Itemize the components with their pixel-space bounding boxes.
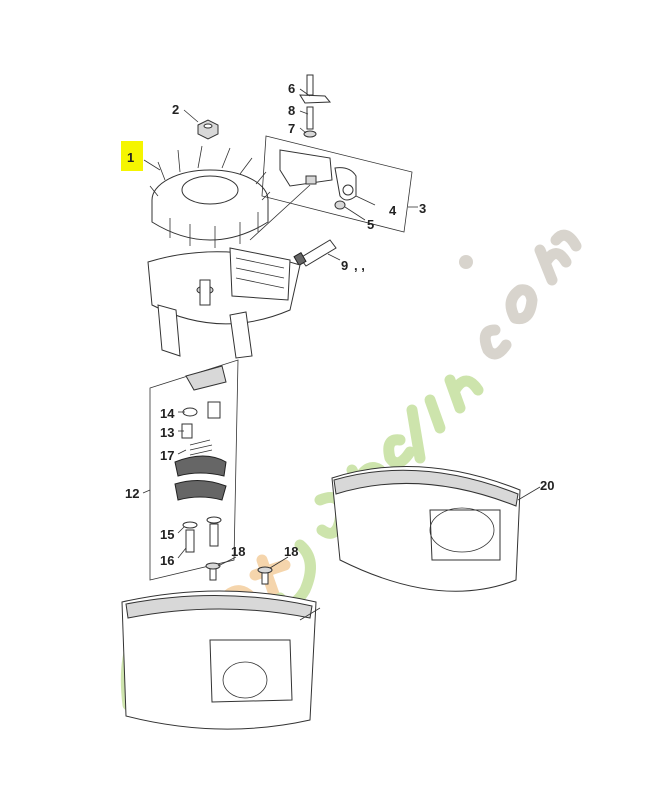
ignition-module-part[interactable] <box>261 135 413 233</box>
highlight-box-1 <box>121 141 143 171</box>
screw-18-part[interactable] <box>205 562 273 585</box>
label-3[interactable]: 3 <box>419 201 426 216</box>
label-15[interactable]: 15 <box>160 527 174 542</box>
label-8[interactable]: 8 <box>288 103 295 118</box>
nut-part[interactable] <box>197 119 219 140</box>
label-17[interactable]: 17 <box>160 448 174 463</box>
label-12[interactable]: 12 <box>125 486 139 501</box>
label-1[interactable]: 1 <box>127 150 134 165</box>
label-6[interactable]: 6 <box>288 81 295 96</box>
lower-housing-part[interactable] <box>121 590 317 730</box>
label-9-suffix: , , <box>354 258 365 273</box>
label-9[interactable]: 9 <box>341 258 348 273</box>
label-2[interactable]: 2 <box>172 102 179 117</box>
label-16[interactable]: 16 <box>160 553 174 568</box>
label-18b[interactable]: 18 <box>284 544 298 559</box>
leader-lines <box>142 88 541 621</box>
housing-20-part[interactable] <box>331 465 521 592</box>
label-13[interactable]: 13 <box>160 425 174 440</box>
label-7[interactable]: 7 <box>288 121 295 136</box>
label-18a[interactable]: 18 <box>231 544 245 559</box>
spark-plug-part[interactable] <box>293 239 337 267</box>
clutch-assembly-part[interactable] <box>149 359 239 581</box>
flywheel-part[interactable] <box>149 145 271 248</box>
crankcase-part[interactable] <box>147 247 301 359</box>
screw-part[interactable] <box>299 74 332 138</box>
label-14[interactable]: 14 <box>160 406 175 421</box>
label-20[interactable]: 20 <box>540 478 554 493</box>
label-5[interactable]: 5 <box>367 217 374 232</box>
label-4[interactable]: 4 <box>389 203 397 218</box>
